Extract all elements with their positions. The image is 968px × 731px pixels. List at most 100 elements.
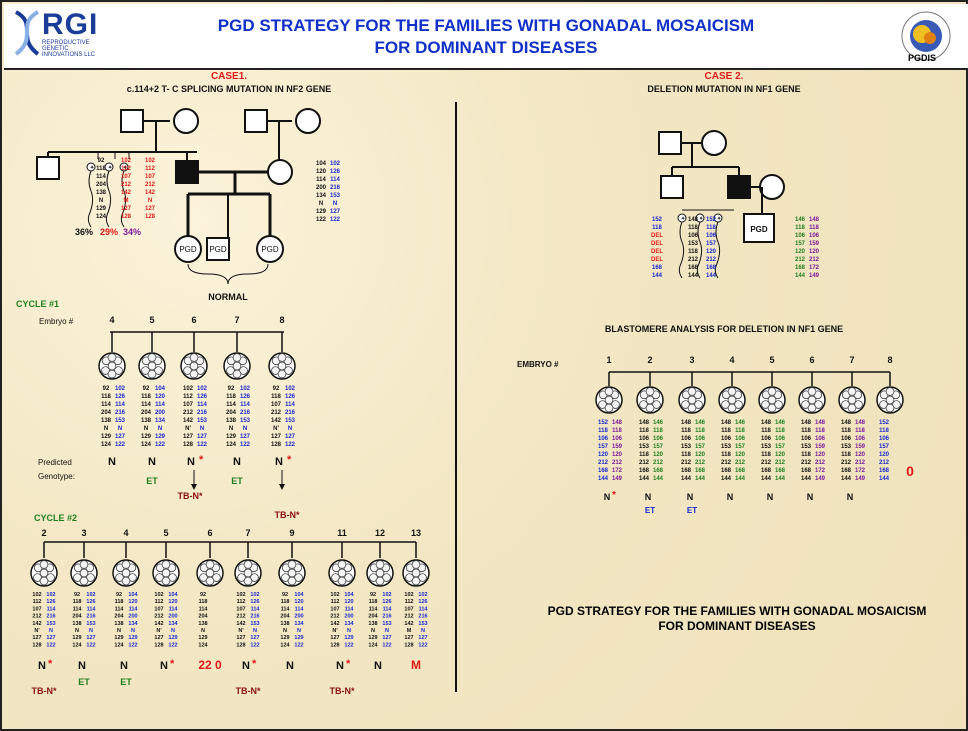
allele-right: 212 (735, 460, 746, 466)
allele-right: 118 (775, 428, 785, 434)
allele-left: 106 (721, 436, 732, 442)
case2-title: CASE 2. (705, 71, 744, 82)
allele-left: 204 (226, 410, 237, 416)
allele-left: 204 (198, 614, 208, 620)
blastomere (277, 353, 287, 362)
cycle1-label: CYCLE #1 (16, 299, 59, 309)
pgd-label: PGD (750, 225, 768, 234)
fetus2-allele: 142 (121, 190, 132, 196)
blastomere (147, 369, 157, 379)
allele-left: 118 (801, 452, 811, 458)
tb-label: TB-N* (236, 686, 261, 696)
embryo-number: 4 (123, 528, 128, 538)
predicted-genotype: N (233, 456, 241, 468)
allele-right: 122 (382, 642, 391, 648)
allele-left: N (201, 628, 205, 634)
blastomere (807, 403, 817, 413)
allele-left: 212 (721, 460, 732, 466)
allele-right: 118 (653, 428, 663, 434)
allele-left: 200 (316, 185, 327, 191)
allele-left: 92 (370, 592, 376, 598)
allele-right: 114 (169, 606, 179, 612)
allele-right: 114 (251, 606, 261, 612)
allele-left: 127 (32, 635, 41, 641)
pgd-child-3 (256, 235, 284, 263)
allele-left: N' (185, 426, 191, 432)
blastomere (232, 369, 242, 379)
blastomere (337, 576, 347, 586)
fetus3-allele: N (148, 198, 152, 204)
pgd-child-1 (174, 235, 202, 263)
allele-right: N (385, 628, 389, 634)
embryo-number: 1 (606, 355, 611, 365)
allele-left: 106 (639, 436, 650, 442)
allele-left: 92 (103, 386, 110, 392)
allele-right: 153 (250, 621, 259, 627)
allele-right: 120 (735, 452, 746, 458)
allele-right: 114 (115, 402, 125, 408)
allele-left: 129 (101, 434, 112, 440)
allele-left: 107 (330, 606, 339, 612)
allele-left: 168 (801, 468, 812, 474)
allele-left: 128 (330, 642, 339, 648)
allele-left: 92 (273, 386, 280, 392)
allele-right: 200 (128, 614, 137, 620)
predicted-genotype: N (286, 660, 294, 672)
blastomere (369, 573, 378, 582)
fetus-mark: ✦ (108, 165, 112, 171)
allele-left: 144 (681, 476, 692, 482)
allele-right: 172 (855, 468, 866, 474)
allele-right: 172 (809, 265, 820, 271)
blastomere (199, 573, 208, 582)
allele-left: 148 (639, 420, 650, 426)
case2-fetus3-allele: 120 (706, 249, 717, 255)
allele-left: 120 (795, 249, 806, 255)
blastomere (33, 573, 42, 582)
blastomere (604, 387, 614, 396)
allele-right: 153 (285, 418, 296, 424)
allele-right: 159 (809, 241, 820, 247)
allele-right: 114 (330, 177, 340, 183)
allele-right: 122 (46, 642, 55, 648)
allele-left: N (75, 628, 79, 634)
allele-left: 168 (721, 468, 732, 474)
allele-right: 127 (382, 635, 391, 641)
embryo-number: 6 (207, 528, 212, 538)
fetus2-allele: M (124, 198, 129, 204)
case2-pgd-child (743, 213, 775, 243)
allele-right: 146 (695, 420, 706, 426)
allele-right: 148 (855, 420, 866, 426)
case2-fetus1-allele: DEL (651, 241, 663, 247)
allele-right: 168 (653, 468, 664, 474)
fetus1-allele: 92 (98, 158, 105, 164)
allele-right: 126 (285, 394, 296, 400)
allele-right: 216 (115, 410, 126, 416)
predicted-genotype: N (78, 660, 86, 672)
allele-left: 106 (598, 436, 609, 442)
embryo-number: 5 (149, 315, 154, 325)
blastomere (39, 576, 49, 586)
dna-helix-icon (14, 10, 40, 56)
blastomere (287, 560, 297, 569)
embryo-number-label: EMBRYO # (517, 360, 559, 369)
rgi-logo: RGI REPRODUCTIVE GENETIC INNOVATIONS LLC (12, 8, 122, 66)
fetus3-allele: 128 (145, 214, 156, 220)
allele-left: 114 (101, 402, 111, 408)
allele-left: 204 (141, 410, 152, 416)
arrow-icon (191, 484, 197, 490)
allele-right: 212 (855, 460, 866, 466)
embryo-number: 2 (41, 528, 46, 538)
allele-left: N (144, 426, 148, 432)
allele-left: N (319, 201, 323, 207)
allele-left: 168 (639, 468, 650, 474)
allele-left: 142 (154, 621, 163, 627)
allele-left: 127 (236, 635, 245, 641)
allele-right: 200 (344, 614, 353, 620)
allele-right: N (118, 426, 122, 432)
allele-left: N' (34, 628, 40, 634)
blastomere (767, 387, 777, 396)
allele-right: 122 (168, 642, 177, 648)
allele-left: N' (332, 628, 338, 634)
blastomere (604, 403, 614, 413)
blastomere (727, 403, 737, 413)
